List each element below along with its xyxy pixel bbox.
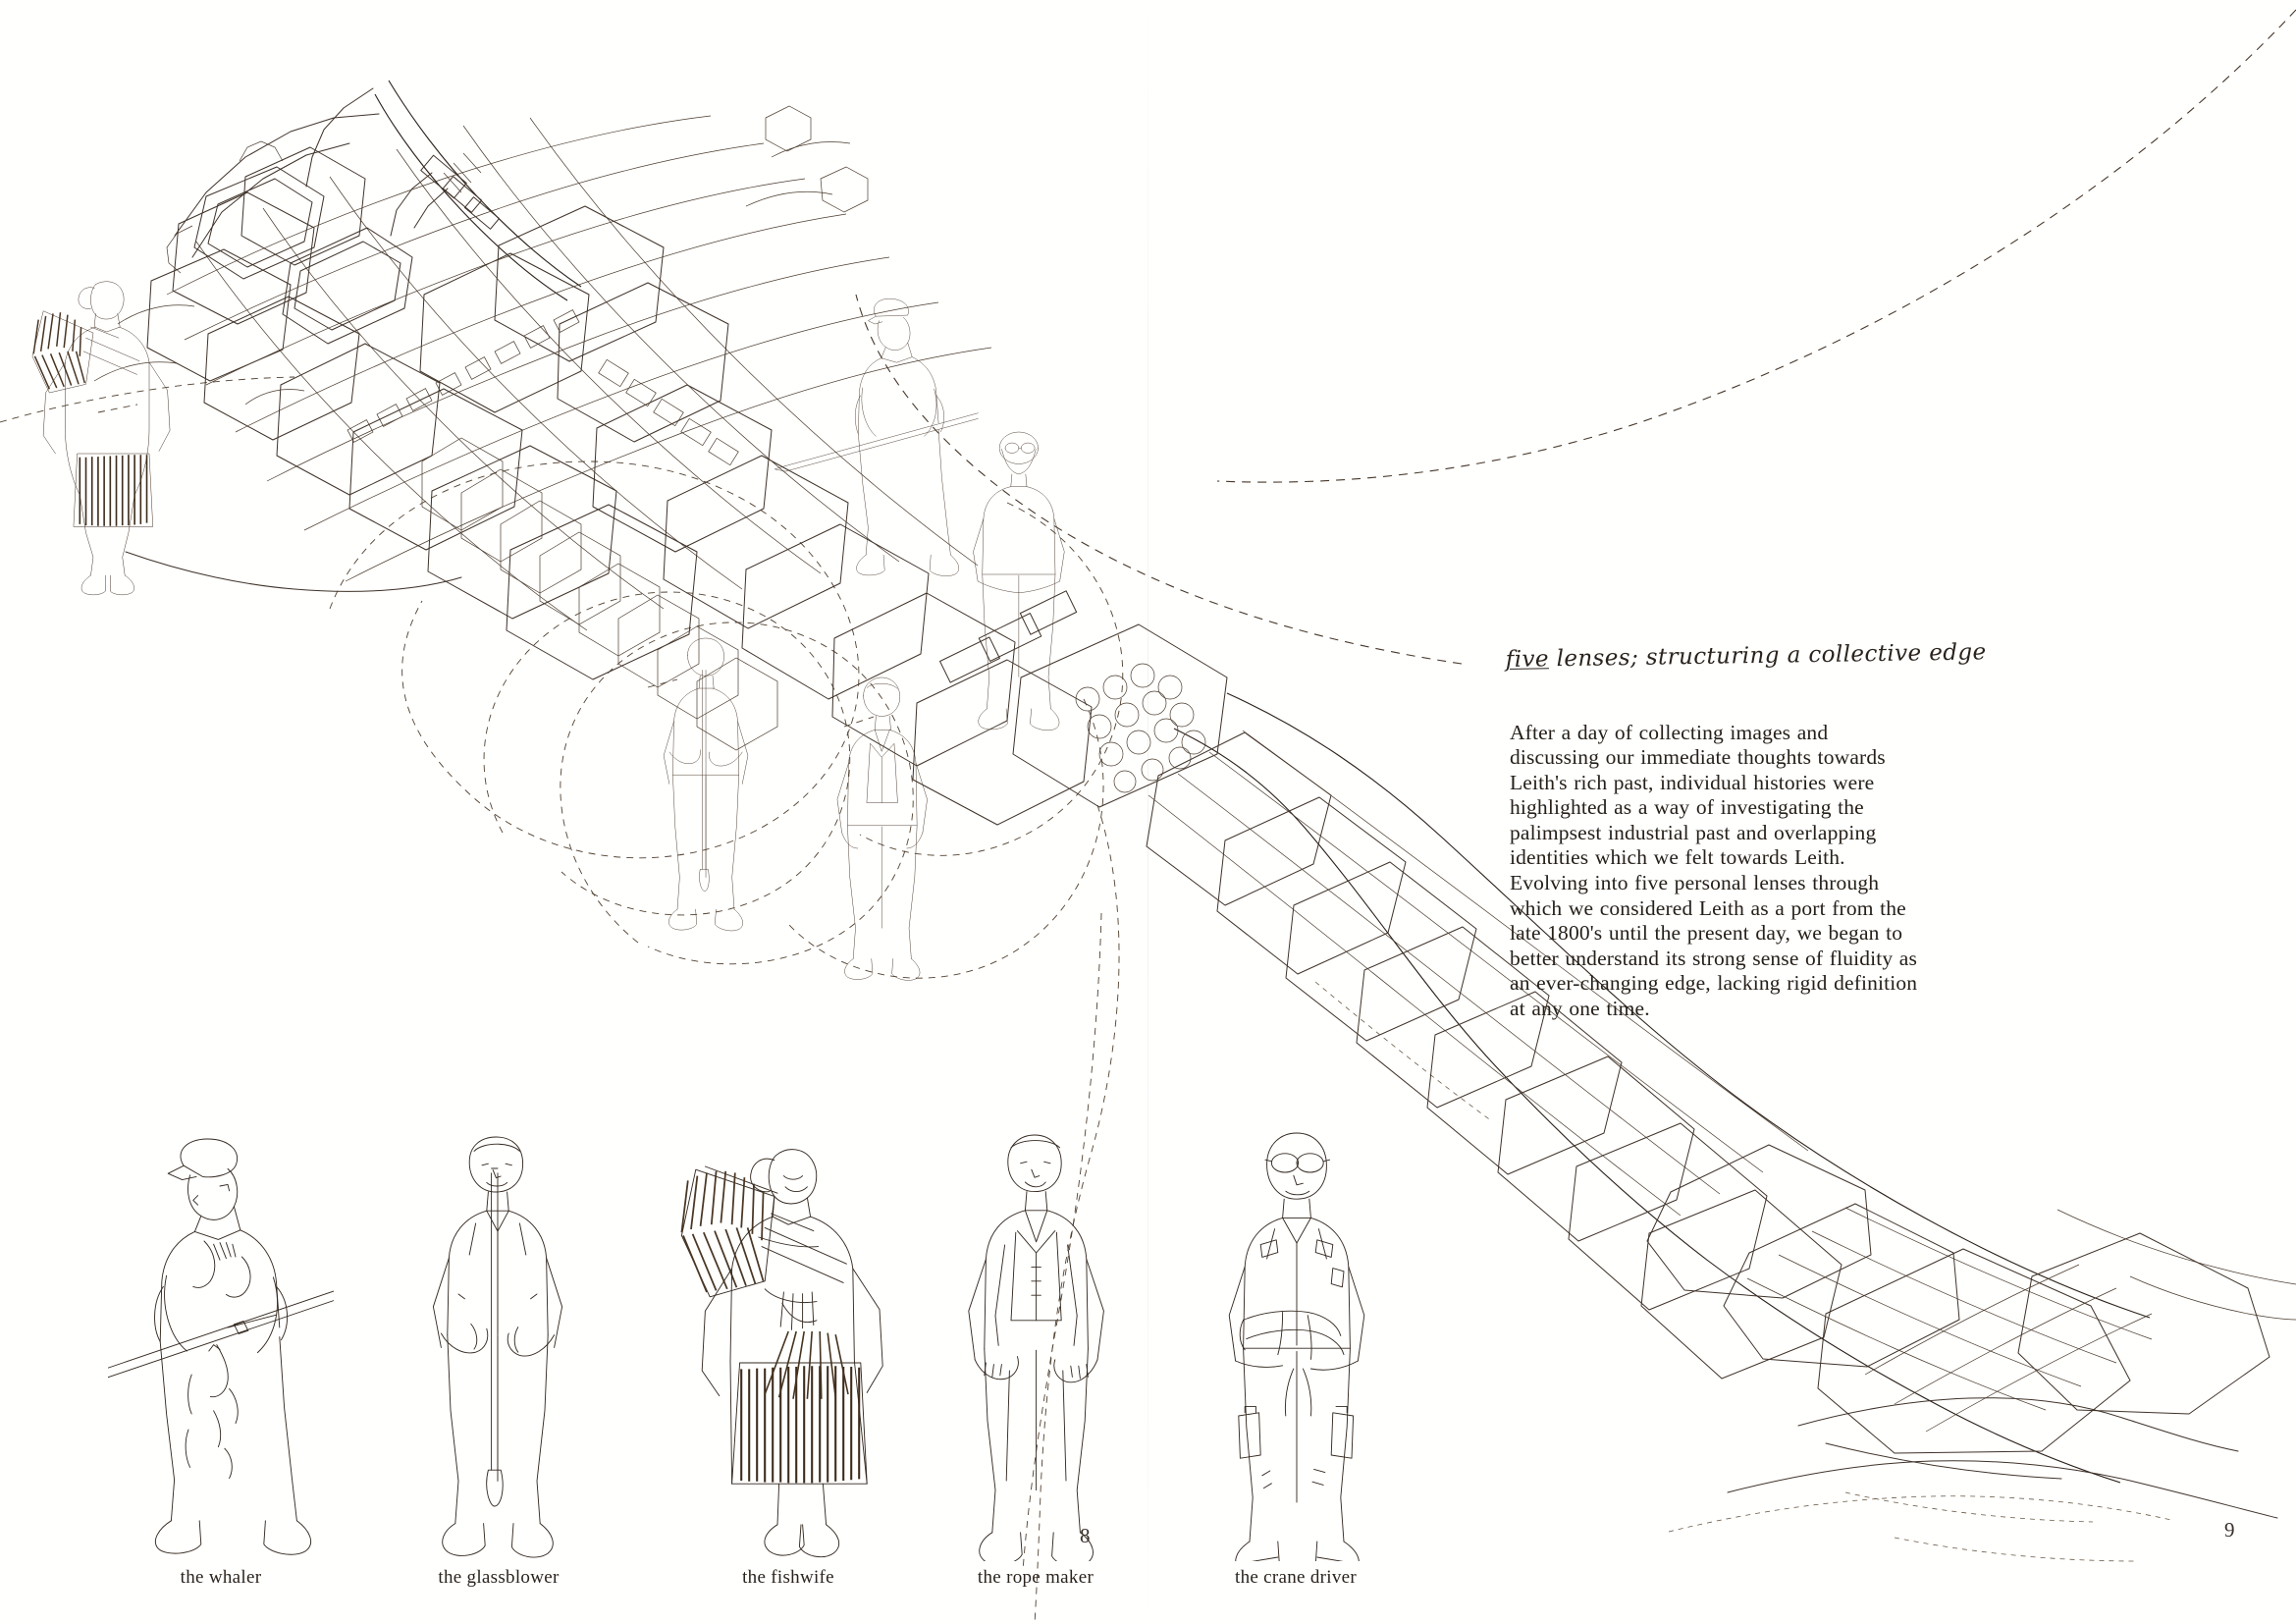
caption-glassblower: the glassblower [438, 1567, 560, 1588]
map-figure-glassblower [663, 637, 749, 932]
outlying-marks [93, 105, 869, 406]
shoreline [125, 551, 2296, 1533]
terraced-district [1646, 1144, 2270, 1562]
map-figure-cranedriver [973, 431, 1065, 731]
figure-ropemaker: the rope maker [923, 1129, 1148, 1624]
section-heading-wrap: five lenses; structuring a collective ed… [1505, 639, 1987, 680]
caption-whaler: the whaler [180, 1567, 262, 1588]
glassblower-illustration [386, 1129, 612, 1561]
dock-yard-tanks [939, 590, 1228, 808]
five-lenses-figure-row: the whaler [0, 1129, 1453, 1624]
caption-ropemaker: the rope maker [977, 1567, 1095, 1588]
harbour-docks [166, 80, 582, 345]
page-number-right: 9 [2224, 1518, 2235, 1542]
figure-fishwife: the fishwife [675, 1129, 901, 1624]
page-number-left: 8 [1080, 1524, 1091, 1547]
figure-whaler: the whaler [108, 1129, 334, 1624]
dense-core [347, 309, 778, 751]
fishwife-illustration [675, 1129, 901, 1561]
figure-cranedriver: the crane driver [1183, 1129, 1409, 1624]
body-text-block: After a day of collecting images and dis… [1510, 699, 1922, 1043]
urban-blocks-north [146, 115, 1093, 826]
body-paragraph: After a day of collecting images and dis… [1510, 720, 1918, 1021]
heading-underlined-word: five [1505, 646, 1550, 673]
map-figure-whaler [774, 298, 979, 576]
heading-rest: lenses; structuring a collective edge [1548, 639, 1987, 673]
waterfront-strip [1146, 730, 1842, 1380]
map-figure-ropemaker [836, 677, 928, 981]
figure-glassblower: the glassblower [386, 1129, 612, 1624]
whaler-illustration [108, 1129, 334, 1561]
caption-cranedriver: the crane driver [1234, 1567, 1357, 1588]
ropemaker-illustration [923, 1129, 1148, 1561]
map-figure-fishwife [31, 281, 171, 596]
lens-connectors [97, 404, 875, 728]
cranedriver-illustration [1183, 1129, 1409, 1561]
caption-fishwife: the fishwife [742, 1567, 834, 1588]
lens-radius-arcs [0, 9, 2296, 1624]
